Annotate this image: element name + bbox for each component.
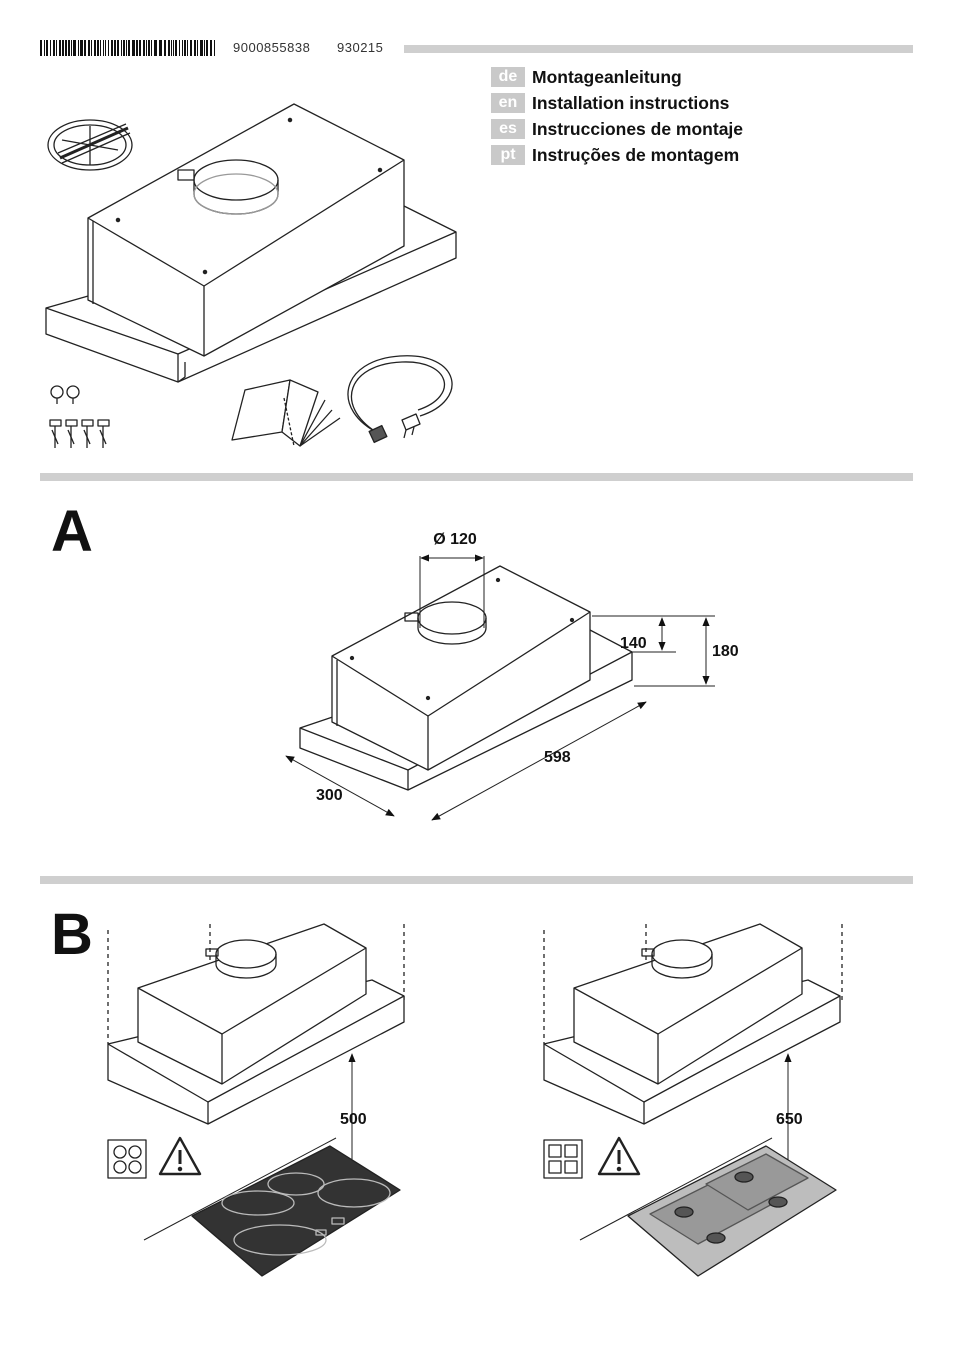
section-b-letter: B [51, 902, 93, 967]
screws-icon [49, 385, 110, 448]
hood-unit-icon [299, 565, 633, 791]
hood-unit-icon [45, 103, 457, 383]
warning-icon [597, 1136, 641, 1176]
gas-min-distance-label: 650 [776, 1111, 803, 1128]
date-code: 930215 [337, 40, 384, 55]
language-code: en [491, 93, 525, 113]
section-a-letter: A [51, 499, 93, 564]
language-list: de Montageanleitung en Installation inst… [491, 64, 743, 168]
language-code: es [491, 119, 525, 139]
depth-label: 300 [316, 787, 343, 804]
language-item-de: de Montageanleitung [491, 64, 743, 90]
language-code: pt [491, 145, 525, 165]
gas-hob-group [543, 923, 843, 1277]
instruction-booklet-icon [231, 379, 341, 447]
section-b-rule [40, 876, 913, 884]
language-item-pt: pt Instruções de montagem [491, 142, 743, 168]
language-item-en: en Installation instructions [491, 90, 743, 116]
body-height-label: 140 [620, 635, 647, 652]
electric-hob-icon [107, 1139, 147, 1179]
dimension-drawing: Ø 120 140 180 598 300 [285, 531, 739, 821]
total-height-label: 180 [712, 643, 739, 660]
language-title: Montageanleitung [532, 66, 682, 87]
electric-min-distance-label: 500 [340, 1111, 367, 1128]
dimension-lines [285, 554, 715, 821]
language-code: de [491, 67, 525, 87]
safety-distance-drawing: 500 650 [107, 923, 843, 1277]
language-item-es: es Instrucciones de montaje [491, 116, 743, 142]
language-title: Installation instructions [532, 92, 730, 113]
parts-overview-illustration [45, 103, 457, 448]
header-rule [404, 45, 913, 53]
gas-hob-icon [543, 1139, 583, 1179]
filter-disc-icon [47, 119, 133, 171]
power-cord-icon [347, 355, 453, 444]
language-title: Instruções de montagem [532, 144, 740, 165]
duct-diameter-label: Ø 120 [433, 531, 477, 548]
part-number: 9000855838 [233, 40, 311, 55]
barcode [40, 40, 215, 56]
warning-icon [158, 1136, 202, 1176]
width-label: 598 [544, 749, 571, 766]
section-a-rule [40, 473, 913, 481]
language-title: Instrucciones de montaje [532, 118, 744, 139]
electric-hob-group [107, 923, 405, 1277]
